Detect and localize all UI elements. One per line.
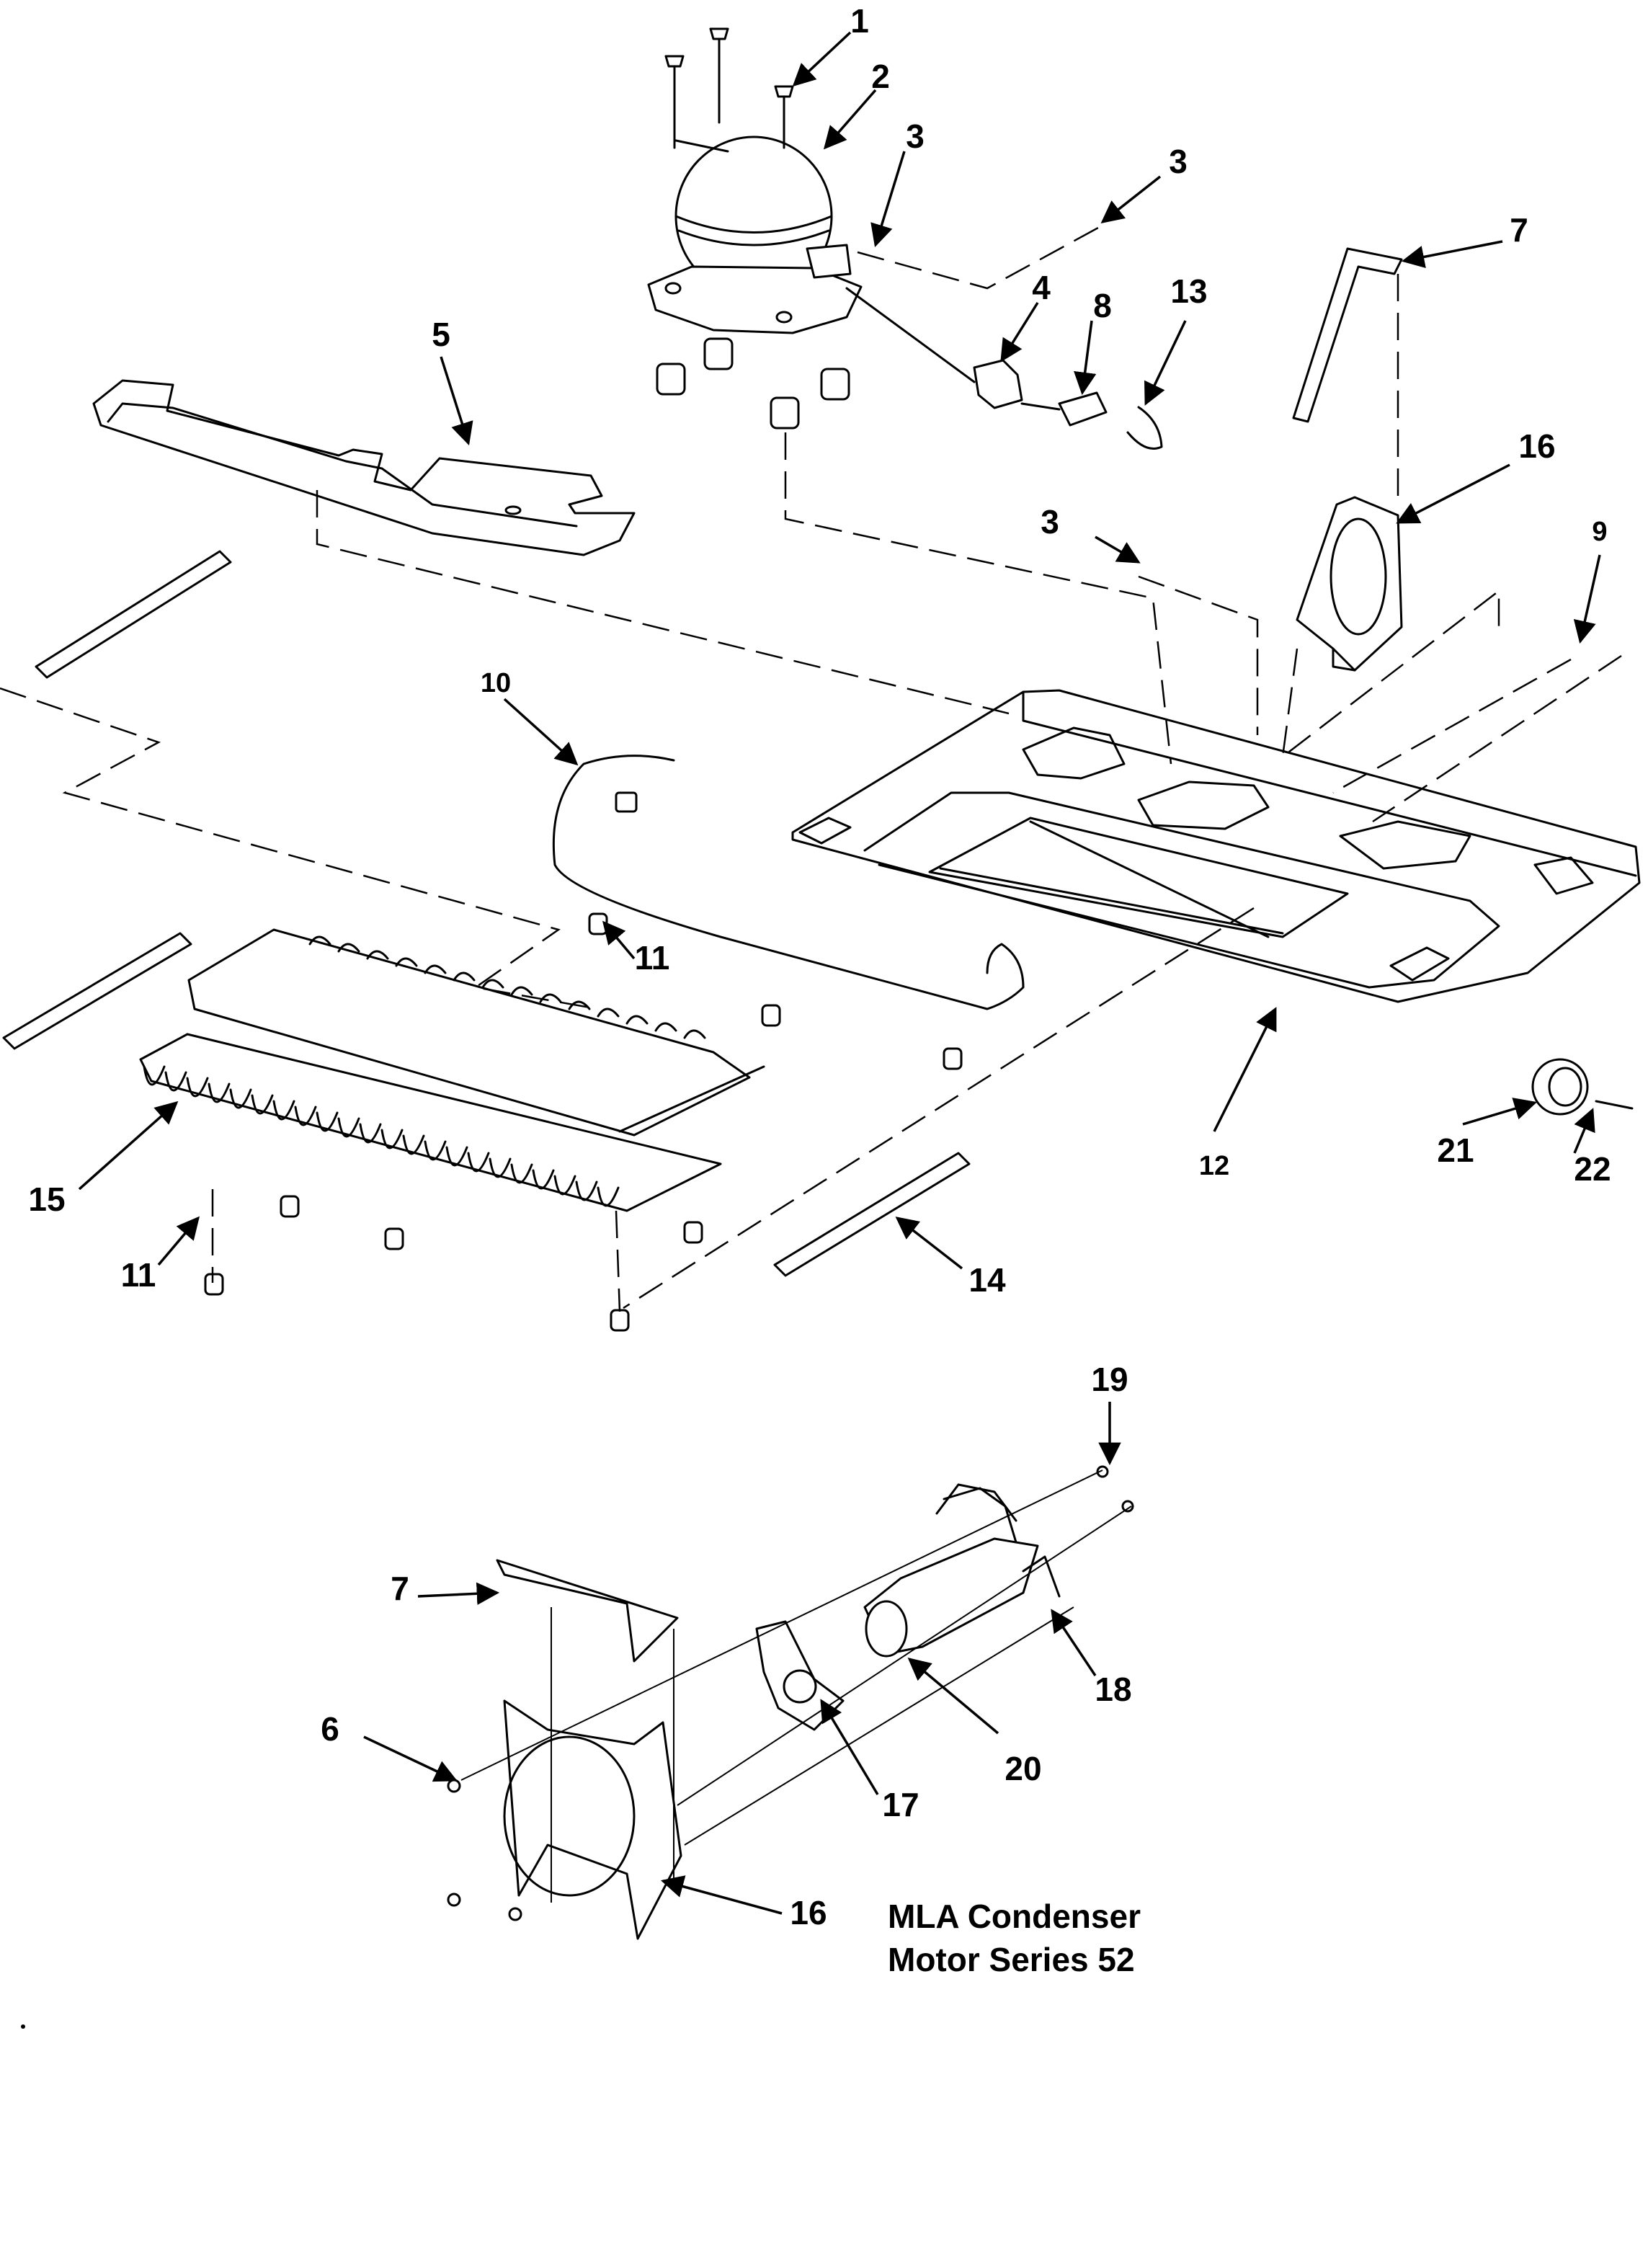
caption-line-1: MLA Condenser <box>888 1898 1141 1935</box>
callout-18: 18 <box>1095 1671 1131 1708</box>
callout-7b: 7 <box>391 1570 409 1607</box>
callout-11b: 11 <box>121 1256 156 1294</box>
callout-16a: 16 <box>1518 427 1555 465</box>
callout-11a: 11 <box>635 939 670 977</box>
stray-mark <box>21 2024 25 2029</box>
callout-5: 5 <box>432 316 450 353</box>
callout-3c: 3 <box>1041 503 1059 541</box>
callout-8: 8 <box>1093 287 1112 324</box>
callout-19: 19 <box>1091 1361 1128 1398</box>
motor-bracket-strap <box>943 1487 1061 1598</box>
callout-1: 1 <box>850 2 869 40</box>
compressor-grommets <box>656 337 850 430</box>
caption-line-2: Motor Series 52 <box>888 1941 1135 1978</box>
screws-lower <box>447 1465 1134 1921</box>
callout-13: 13 <box>1170 272 1207 310</box>
pin <box>1595 1100 1634 1110</box>
overload-relay <box>845 287 1023 409</box>
motor-bracket-lower <box>496 1559 679 1663</box>
callout-6: 6 <box>321 1710 339 1748</box>
callout-3b: 3 <box>1169 143 1188 180</box>
callout-4: 4 <box>1032 269 1051 306</box>
callout-2: 2 <box>871 58 890 95</box>
drain-pan <box>92 379 636 556</box>
callout-20: 20 <box>1005 1750 1041 1787</box>
callout-10: 10 <box>481 668 511 698</box>
callout-21: 21 <box>1437 1131 1474 1169</box>
seal-strip-top-left <box>35 550 232 679</box>
seal-strip-right <box>773 1152 971 1277</box>
alignment-lines-lower <box>460 1469 1132 1846</box>
seal-strip-mid-left <box>2 932 192 1050</box>
fan-shroud-upper <box>1296 496 1403 672</box>
wire-clip <box>1126 406 1163 450</box>
callout-7a: 7 <box>1510 211 1528 249</box>
condenser-tube <box>552 755 1025 1010</box>
compressor-bolts <box>664 27 794 149</box>
callout-15: 15 <box>28 1180 65 1218</box>
callout-leaders <box>78 31 1601 1915</box>
callout-12: 12 <box>1199 1151 1229 1181</box>
spacers <box>204 912 963 1332</box>
condenser-coil <box>139 928 765 1212</box>
callout-3a: 3 <box>906 117 925 155</box>
callout-labels: 1 2 3 3 3 4 5 7 8 13 16 9 10 11 11 12 15… <box>28 2 1611 1931</box>
fan-hub <box>1531 1058 1589 1116</box>
capacitor <box>1020 391 1108 427</box>
shroud-bracket-upper <box>1292 247 1403 423</box>
callout-17: 17 <box>882 1786 919 1823</box>
diagram-caption: MLA Condenser Motor Series 52 <box>888 1898 1141 1978</box>
callout-16b: 16 <box>790 1894 827 1931</box>
compressor <box>647 135 863 334</box>
alignment-lines-top <box>0 222 1622 1312</box>
condenser-base <box>791 689 1641 1003</box>
callout-14: 14 <box>968 1261 1006 1299</box>
callout-22: 22 <box>1574 1150 1611 1188</box>
callout-9: 9 <box>1592 517 1607 547</box>
fan-shroud-lower <box>503 1607 682 1940</box>
condenser-motor <box>863 1483 1039 1658</box>
